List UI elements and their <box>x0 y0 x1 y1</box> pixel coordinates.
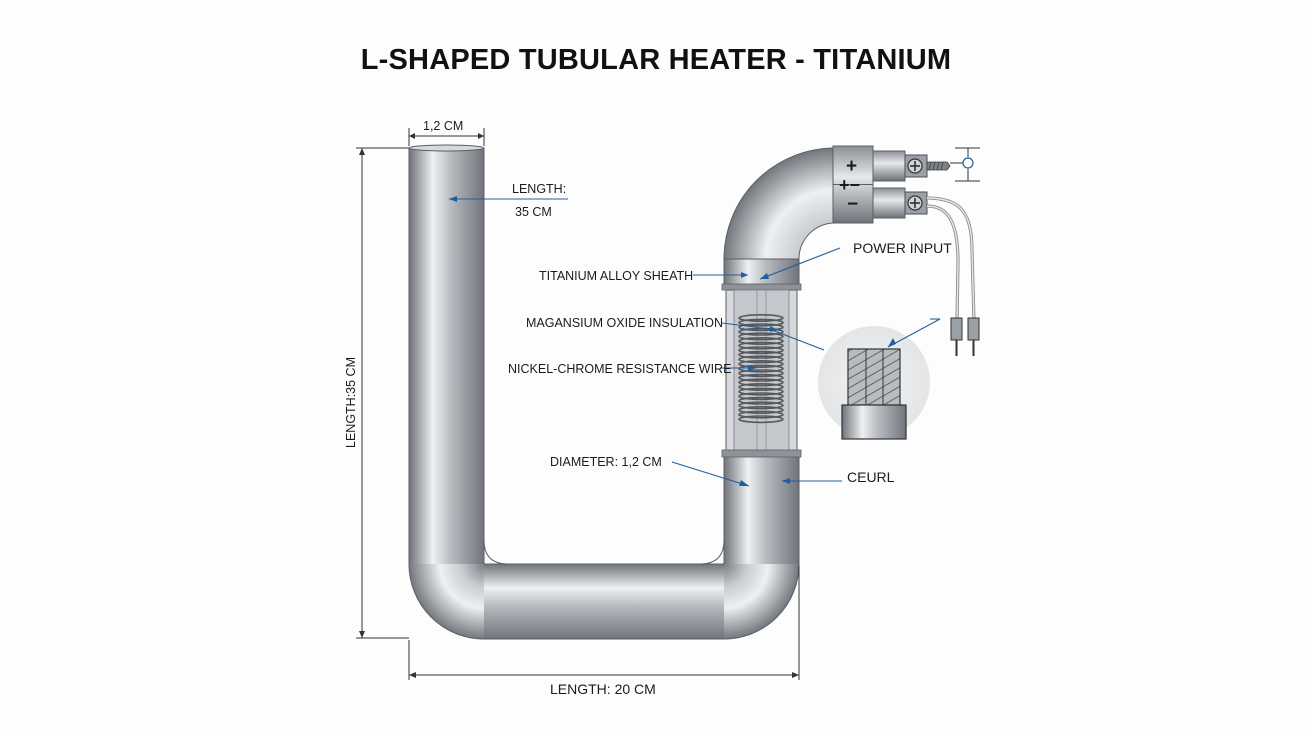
heater-tube <box>408 144 836 640</box>
coil-turn <box>738 364 784 373</box>
power-input-label: POWER INPUT <box>853 240 952 256</box>
coil-turn <box>738 313 784 322</box>
coil-turn <box>738 396 784 405</box>
coil-turn <box>738 327 784 336</box>
coil-turn <box>738 415 784 424</box>
coil-turn <box>738 323 784 332</box>
lead-wires <box>926 196 980 356</box>
coil-turn <box>738 410 784 419</box>
cross-section-detail <box>771 318 941 440</box>
power-terminals: + +− − <box>832 145 980 356</box>
resistance-wire-coil <box>738 313 784 424</box>
diagram-title: L-SHAPED TUBULAR HEATER - TITANIUM <box>360 44 952 76</box>
diameter-label: DIAMETER: 1,2 CM <box>550 455 662 469</box>
coil-turn <box>738 405 784 414</box>
coil-turn <box>738 346 784 355</box>
coil-turn <box>738 318 784 327</box>
wire-label: NICKEL-CHROME RESISTANCE WIRE <box>508 362 731 376</box>
coil-turn <box>738 369 784 378</box>
coil-turn <box>738 336 784 345</box>
screw-terminal-bottom-icon <box>904 191 928 215</box>
coil-turn <box>738 382 784 391</box>
horizontal-length-label: LENGTH: 20 CM <box>550 681 656 697</box>
leader-lines <box>449 196 842 487</box>
coil-turn <box>738 355 784 364</box>
sheath-label: TITANIUM ALLOY SHEATH <box>539 269 693 283</box>
coil-turn <box>738 392 784 401</box>
terminal-plus-minus-symbol: +− <box>839 175 860 195</box>
vertical-length-label: LENGTH:35 CM <box>344 357 358 448</box>
terminal-plus-symbol: + <box>846 156 857 177</box>
coil-turn <box>738 378 784 387</box>
coil-turn <box>738 387 784 396</box>
tube-width-label: 1,2 CM <box>423 119 463 133</box>
coil-turn <box>738 341 784 350</box>
insulation-label: MAGANSIUM OXIDE INSULATION <box>526 316 723 330</box>
coil-turn <box>738 350 784 359</box>
dimension-lines <box>356 128 800 680</box>
ceurl-label: CEURL <box>847 469 895 485</box>
screw-terminal-top-icon <box>904 154 951 178</box>
coil-turn <box>738 359 784 368</box>
coil-turn <box>738 332 784 341</box>
inner-length-value: 35 CM <box>515 205 552 219</box>
coil-turn <box>738 373 784 382</box>
terminal-dimension-marker <box>950 147 980 182</box>
coil-turn <box>738 401 784 410</box>
cutaway-section <box>721 289 802 458</box>
terminal-minus-symbol: − <box>847 194 858 215</box>
inner-length-label: LENGTH: <box>512 182 566 196</box>
